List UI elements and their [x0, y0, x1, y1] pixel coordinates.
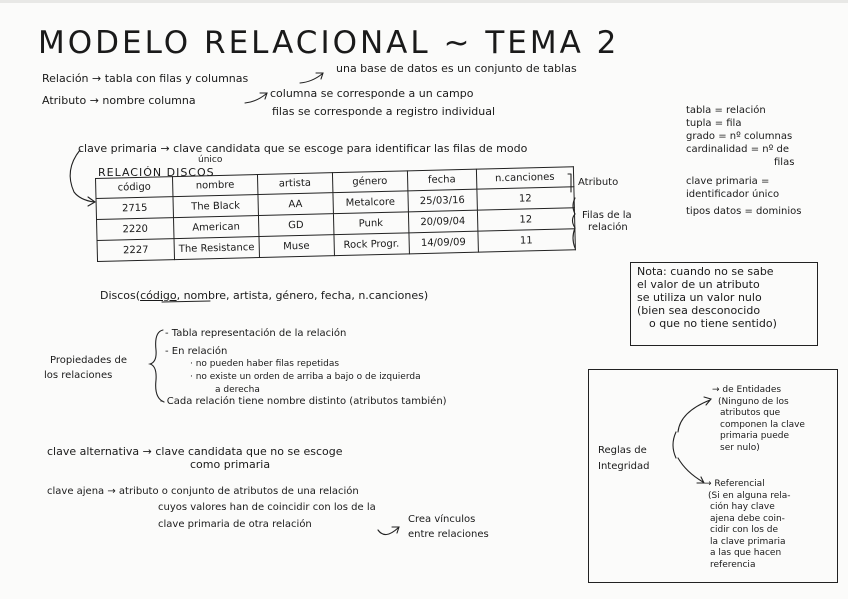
schema-prefix: Discos( — [100, 289, 141, 302]
atributo-note-2: filas se corresponde a registro individu… — [272, 105, 496, 118]
referencial-line: (Si en alguna rela- — [708, 490, 791, 501]
glossary-item: filas — [774, 157, 795, 168]
property-item: · no existe un orden de arriba a bajo o … — [190, 372, 421, 382]
entidades-line: ser nulo) — [720, 442, 760, 453]
brace-properties — [148, 329, 165, 403]
entidades-line: (Ninguno de los — [718, 396, 789, 407]
relacion-note: una base de datos es un conjunto de tabl… — [336, 62, 577, 75]
referencial-line: la clave primaria — [710, 536, 786, 547]
clave-ajena-note-2: entre relaciones — [408, 529, 489, 540]
brace-integrity-split — [672, 431, 677, 459]
integrity-entidades: → de Entidades (Ninguno de los atributos… — [712, 385, 805, 454]
schema-rest: , nombre, artista, género, fecha, n.canc… — [176, 289, 429, 302]
clave-ajena-line-2: cuyos valores han de coincidir con los d… — [158, 502, 376, 513]
clave-primaria-unico: único — [198, 155, 223, 165]
curve-clave-primaria-arrow — [69, 149, 97, 207]
entidades-line: → de Entidades — [712, 385, 782, 395]
properties-label-1: Propiedades de — [50, 355, 128, 366]
brace-atributo — [567, 173, 572, 193]
integrity-label-1: Reglas de — [598, 445, 647, 456]
atributo-definition: Atributo → nombre columna — [42, 94, 196, 107]
clave-primaria-definition: clave primaria → clave candidata que se … — [78, 142, 528, 155]
schema-key: código — [140, 289, 177, 302]
table-caption: RELACIÓN DISCOS — [98, 166, 215, 179]
arrow-relacion — [299, 72, 324, 84]
integrity-box — [588, 369, 838, 583]
glossary-item: cardinalidad = nº de — [686, 144, 789, 155]
note-box: Nota: cuando no se sabe el valor de un a… — [630, 262, 818, 346]
note-line: o que no tiene sentido) — [649, 317, 777, 330]
properties-label-2: los relaciones — [44, 370, 113, 381]
referencial-line: cidir con los de — [710, 525, 779, 535]
property-item: - Cada relación tiene nombre distinto (a… — [160, 396, 447, 407]
entidades-line: primaria puede — [720, 431, 789, 441]
clave-ajena-line-3: clave primaria de otra relación — [158, 519, 312, 530]
brace-filas — [571, 197, 576, 249]
clave-ajena-note-1: Crea vínculos — [408, 514, 476, 525]
note-line: el valor de un atributo — [637, 278, 760, 291]
underline-codigo — [161, 300, 211, 303]
arrow-referencial — [677, 457, 705, 484]
schema-notation: Discos(código, nombre, artista, género, … — [100, 290, 428, 301]
filas-label-1: Filas de la — [582, 210, 632, 221]
glossary-item: clave primaria = — [686, 176, 770, 187]
note-line: Nota: cuando no se sabe — [637, 265, 774, 278]
property-item: a derecha — [215, 385, 260, 395]
clave-alternativa-line-1: clave alternativa → clave candidata que … — [47, 445, 343, 458]
referencial-line: ción hay clave — [710, 502, 775, 512]
referencial-line: ajena debe coin- — [710, 513, 785, 524]
property-item: · no pueden haber filas repetidas — [190, 359, 340, 369]
glossary-item: tabla = relación — [686, 105, 766, 116]
atributo-note-1: columna se corresponde a un campo — [270, 87, 474, 100]
integrity-label-2: Integridad — [598, 461, 650, 472]
arrow-atributo — [244, 92, 268, 104]
brace-integrity — [677, 396, 712, 433]
arrow-crea-vinculos — [377, 526, 400, 536]
glossary: tabla = relación tupla = fila grado = nº… — [686, 104, 801, 218]
property-item: - Tabla representación de la relación — [165, 328, 347, 339]
glossary-item: grado = nº columnas — [686, 131, 793, 142]
entidades-line: atributos que — [720, 408, 781, 418]
note-line: se utiliza un valor nulo — [637, 291, 762, 304]
glossary-item: tupla = fila — [686, 118, 742, 129]
property-item: - En relación — [165, 346, 228, 357]
referencial-line: a las que hacen — [710, 548, 782, 558]
clave-ajena-line-1: clave ajena → atributo o conjunto de atr… — [47, 486, 359, 497]
clave-alternativa-line-2: como primaria — [190, 458, 271, 471]
atributo-label: Atributo — [578, 177, 619, 188]
referencial-line: referencia — [710, 559, 756, 570]
page-title: MODELO RELACIONAL ~ TEMA 2 — [38, 25, 620, 61]
glossary-item: tipos datos = dominios — [686, 206, 802, 217]
relacion-definition: Relación → tabla con filas y columnas — [42, 72, 249, 85]
referencial-line: → Referencial — [704, 479, 765, 489]
entidades-line: componen la clave — [720, 419, 805, 430]
note-line: (bien sea desconocido — [637, 304, 761, 317]
filas-label-2: relación — [588, 222, 628, 233]
integrity-referencial: → Referencial (Si en alguna rela- ción h… — [704, 479, 791, 571]
glossary-item: identificador único — [686, 189, 780, 200]
